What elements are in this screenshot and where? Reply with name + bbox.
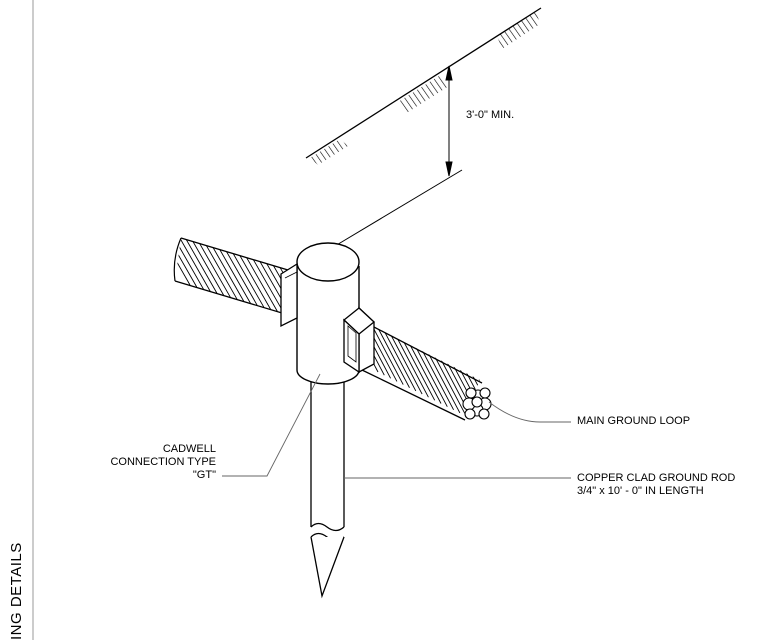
ground-surface: [305, 7, 542, 165]
depth-label: 3'-0" MIN.: [466, 109, 515, 121]
ground-rod: [310, 375, 345, 599]
cable-strand-line: [364, 326, 404, 385]
cable-strand-line: [175, 238, 191, 286]
earth-hatch: [310, 139, 348, 165]
ground-rod-label-line1: COPPER CLAD GROUND ROD: [577, 472, 736, 484]
main-ground-loop-label: MAIN GROUND LOOP: [577, 415, 691, 427]
cable-end-strands: [462, 387, 492, 420]
depth-reference-line: [334, 169, 463, 247]
earth-hatch: [398, 74, 449, 114]
cadwell-label-line2: CONNECTION TYPE: [110, 456, 216, 468]
sheet-side-title: ING DETAILS: [8, 542, 25, 640]
cadwell-label-line1: CADWELL: [162, 443, 216, 455]
cable-strand-line: [175, 238, 204, 290]
depth-dimension: [445, 65, 453, 177]
cadwell-connector: [280, 242, 375, 385]
leader-cadwell: [222, 373, 321, 477]
cable-strand-line: [176, 238, 218, 294]
cable-strand-line: [183, 238, 224, 296]
ground-rod-label-line2: 3/4" x 10' - 0" IN LENGTH: [577, 485, 704, 497]
earth-hatch: [497, 11, 540, 49]
cable-strand-line: [175, 238, 211, 292]
cadwell-label-line3: "GT": [192, 469, 216, 481]
leader-lines: [222, 373, 571, 479]
cable-strand-line: [362, 326, 398, 382]
leader-main-ground-loop: [488, 401, 571, 423]
